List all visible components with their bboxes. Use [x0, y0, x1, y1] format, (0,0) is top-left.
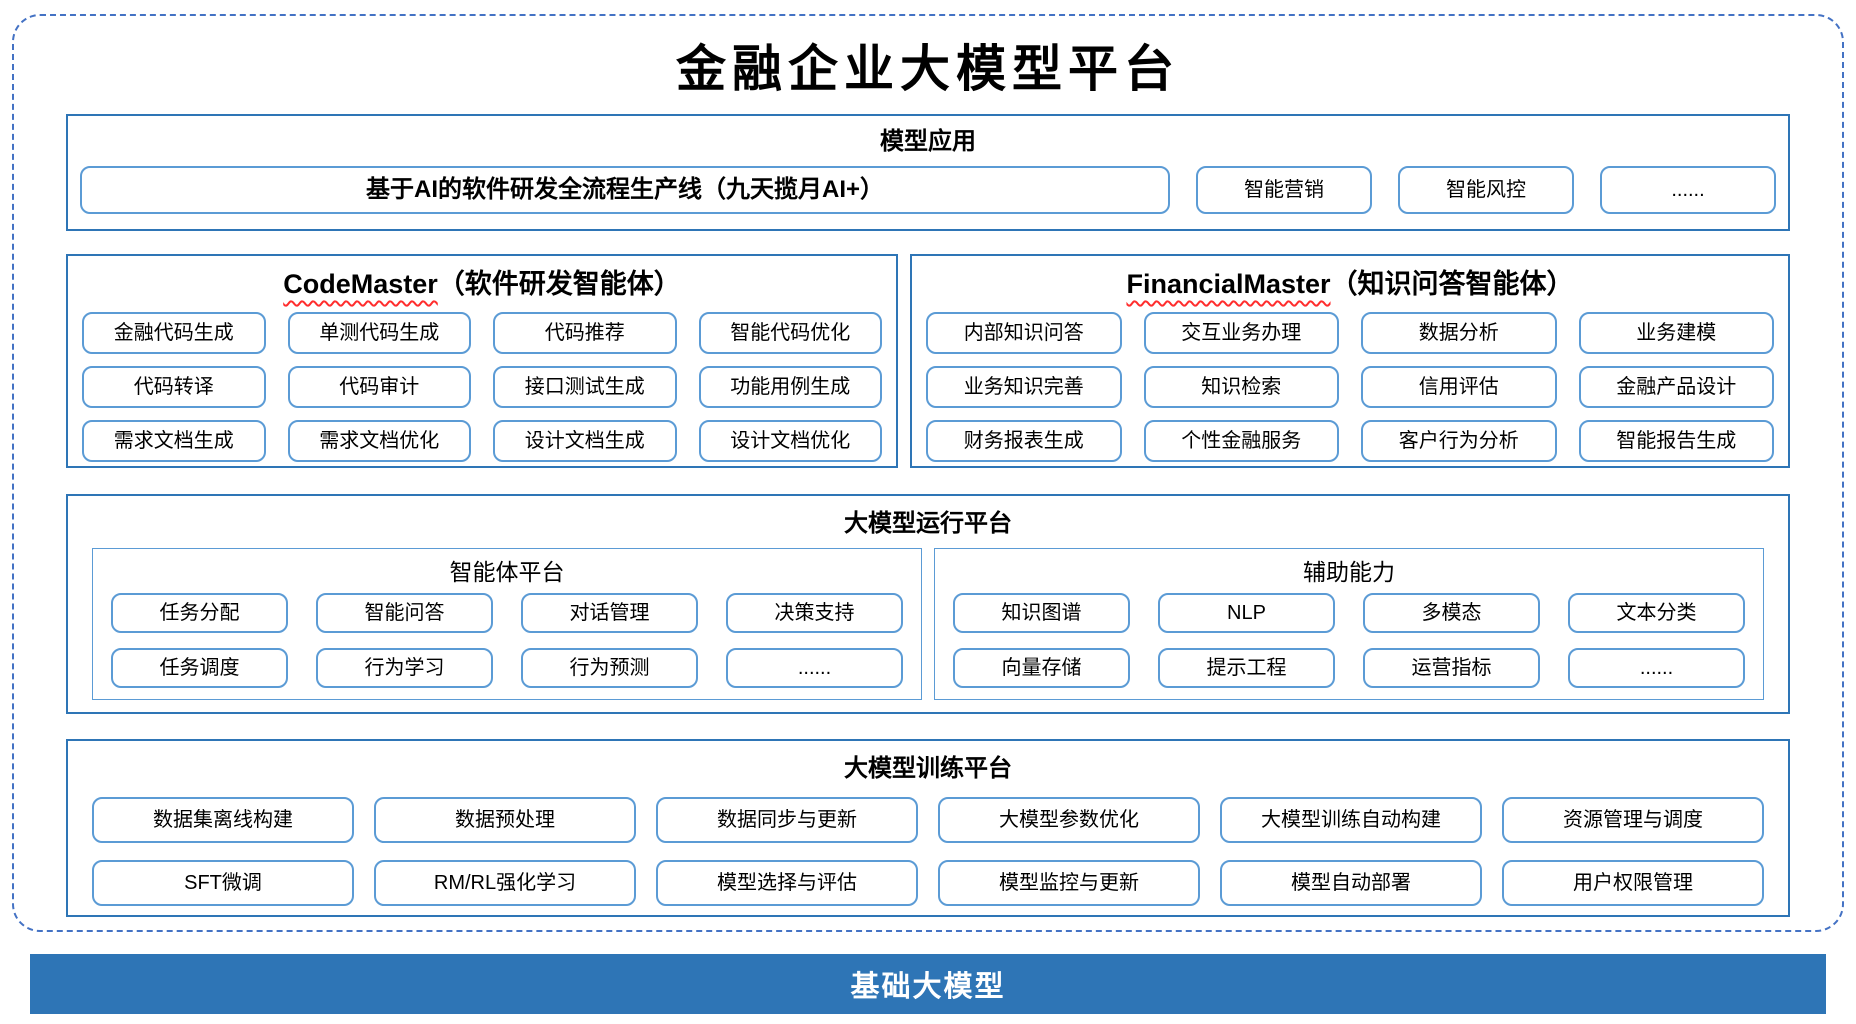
financialmaster-header: FinancialMaster（知识问答智能体） — [926, 262, 1774, 306]
pill-financial-report-generation: 财务报表生成 — [926, 420, 1122, 462]
foundation-model-bar: 基础大模型 — [30, 954, 1826, 1014]
section-financialmaster: FinancialMaster（知识问答智能体） 内部知识问答 交互业务办理 数… — [910, 254, 1790, 468]
runtime-platform-header: 大模型运行平台 — [844, 510, 1012, 537]
training-platform-header: 大模型训练平台 — [844, 755, 1012, 782]
pill-model-selection-evaluation: 模型选择与评估 — [656, 860, 918, 906]
pill-behavior-learning: 行为学习 — [316, 648, 493, 688]
pill-financial-code-generation: 金融代码生成 — [82, 312, 266, 354]
codemaster-suffix: （软件研发智能体） — [437, 269, 681, 299]
financialmaster-name: FinancialMaster — [1126, 269, 1331, 299]
codemaster-header: CodeMaster（软件研发智能体） — [82, 262, 882, 306]
pill-code-recommendation: 代码推荐 — [493, 312, 677, 354]
platform-dashed-border: 金融企业大模型平台 模型应用 基于AI的软件研发全流程生产线（九天揽月AI+） … — [12, 14, 1844, 932]
pill-model-parameter-optimization: 大模型参数优化 — [938, 797, 1200, 843]
pill-intelligent-risk-control: 智能风控 — [1398, 166, 1574, 214]
pill-vector-storage: 向量存储 — [953, 648, 1130, 688]
pill-code-audit: 代码审计 — [287, 366, 471, 408]
pill-more-ellipsis: ...... — [1600, 166, 1776, 214]
financialmaster-suffix: （知识问答智能体） — [1330, 269, 1574, 299]
pill-model-monitoring-update: 模型监控与更新 — [938, 860, 1200, 906]
codemaster-name: CodeMaster — [283, 269, 438, 299]
runtime-groups: 智能体平台 任务分配 智能问答 对话管理 决策支持 任务调度 行为学习 行为预测… — [92, 548, 1764, 700]
section-model-applications: 模型应用 基于AI的软件研发全流程生产线（九天揽月AI+） 智能营销 智能风控 … — [66, 114, 1790, 231]
pill-prompt-engineering: 提示工程 — [1158, 648, 1335, 688]
pill-financial-product-design: 金融产品设计 — [1578, 366, 1774, 408]
pill-api-test-generation: 接口测试生成 — [493, 366, 677, 408]
pill-aux-more-ellipsis: ...... — [1568, 648, 1745, 688]
model-applications-header: 模型应用 — [880, 128, 976, 155]
pill-rm-rl-reinforcement-learning: RM/RL强化学习 — [374, 860, 636, 906]
pill-knowledge-retrieval: 知识检索 — [1143, 366, 1339, 408]
auxiliary-capabilities-grid: 知识图谱 NLP 多模态 文本分类 向量存储 提示工程 运营指标 ...... — [953, 593, 1745, 689]
page-title: 金融企业大模型平台 — [676, 39, 1180, 98]
pill-multimodal: 多模态 — [1363, 593, 1540, 633]
agent-platform-grid: 任务分配 智能问答 对话管理 决策支持 任务调度 行为学习 行为预测 .....… — [111, 593, 903, 689]
pill-customer-behavior-analysis: 客户行为分析 — [1361, 420, 1557, 462]
pill-ai-software-pipeline: 基于AI的软件研发全流程生产线（九天揽月AI+） — [80, 166, 1170, 214]
pill-unit-test-code-generation: 单测代码生成 — [287, 312, 471, 354]
pill-knowledge-graph: 知识图谱 — [953, 593, 1130, 633]
section-codemaster: CodeMaster（软件研发智能体） 金融代码生成 单测代码生成 代码推荐 智… — [66, 254, 898, 468]
pill-dialog-management: 对话管理 — [521, 593, 698, 633]
pill-text-classification: 文本分类 — [1568, 593, 1745, 633]
pill-design-doc-optimization: 设计文档优化 — [698, 420, 882, 462]
pill-code-translation: 代码转译 — [82, 366, 266, 408]
pill-operation-metrics: 运营指标 — [1363, 648, 1540, 688]
pill-intelligent-code-optimization: 智能代码优化 — [698, 312, 882, 354]
pill-interactive-business-handling: 交互业务办理 — [1143, 312, 1339, 354]
pill-intelligent-marketing: 智能营销 — [1196, 166, 1372, 214]
model-applications-row: 基于AI的软件研发全流程生产线（九天揽月AI+） 智能营销 智能风控 .....… — [80, 166, 1776, 214]
group-auxiliary-capabilities: 辅助能力 知识图谱 NLP 多模态 文本分类 向量存储 提示工程 运营指标 ..… — [934, 548, 1764, 700]
agents-row: CodeMaster（软件研发智能体） 金融代码生成 单测代码生成 代码推荐 智… — [66, 254, 1790, 468]
pill-business-modeling: 业务建模 — [1578, 312, 1774, 354]
pill-behavior-prediction: 行为预测 — [521, 648, 698, 688]
financialmaster-grid: 内部知识问答 交互业务办理 数据分析 业务建模 业务知识完善 知识检索 信用评估… — [926, 312, 1774, 462]
pill-data-preprocessing: 数据预处理 — [374, 797, 636, 843]
auxiliary-capabilities-header: 辅助能力 — [1303, 559, 1395, 585]
pill-task-allocation: 任务分配 — [111, 593, 288, 633]
pill-business-knowledge-improvement: 业务知识完善 — [926, 366, 1122, 408]
pill-data-analysis: 数据分析 — [1361, 312, 1557, 354]
pill-training-auto-construction: 大模型训练自动构建 — [1220, 797, 1482, 843]
agent-platform-header: 智能体平台 — [449, 559, 565, 585]
pill-intelligent-report-generation: 智能报告生成 — [1578, 420, 1774, 462]
training-platform-grid: 数据集离线构建 数据预处理 数据同步与更新 大模型参数优化 大模型训练自动构建 … — [92, 797, 1764, 907]
pill-decision-support: 决策支持 — [726, 593, 903, 633]
pill-sft-finetune: SFT微调 — [92, 860, 354, 906]
pill-internal-knowledge-qa: 内部知识问答 — [926, 312, 1122, 354]
pill-agent-more-ellipsis: ...... — [726, 648, 903, 688]
pill-user-permission-management: 用户权限管理 — [1502, 860, 1764, 906]
pill-requirement-doc-optimization: 需求文档优化 — [287, 420, 471, 462]
pill-nlp: NLP — [1158, 593, 1335, 633]
section-runtime-platform: 大模型运行平台 智能体平台 任务分配 智能问答 对话管理 决策支持 任务调度 行… — [66, 494, 1790, 714]
section-training-platform: 大模型训练平台 数据集离线构建 数据预处理 数据同步与更新 大模型参数优化 大模… — [66, 739, 1790, 917]
codemaster-grid: 金融代码生成 单测代码生成 代码推荐 智能代码优化 代码转译 代码审计 接口测试… — [82, 312, 882, 462]
pill-resource-management-scheduling: 资源管理与调度 — [1502, 797, 1764, 843]
pill-personalized-finance-service: 个性金融服务 — [1143, 420, 1339, 462]
pill-requirement-doc-generation: 需求文档生成 — [82, 420, 266, 462]
pill-credit-evaluation: 信用评估 — [1361, 366, 1557, 408]
pill-functional-case-generation: 功能用例生成 — [698, 366, 882, 408]
pill-task-scheduling: 任务调度 — [111, 648, 288, 688]
group-agent-platform: 智能体平台 任务分配 智能问答 对话管理 决策支持 任务调度 行为学习 行为预测… — [92, 548, 922, 700]
pill-offline-dataset-construction: 数据集离线构建 — [92, 797, 354, 843]
pill-data-sync-update: 数据同步与更新 — [656, 797, 918, 843]
pill-intelligent-qa: 智能问答 — [316, 593, 493, 633]
pill-model-auto-deployment: 模型自动部署 — [1220, 860, 1482, 906]
pill-design-doc-generation: 设计文档生成 — [493, 420, 677, 462]
